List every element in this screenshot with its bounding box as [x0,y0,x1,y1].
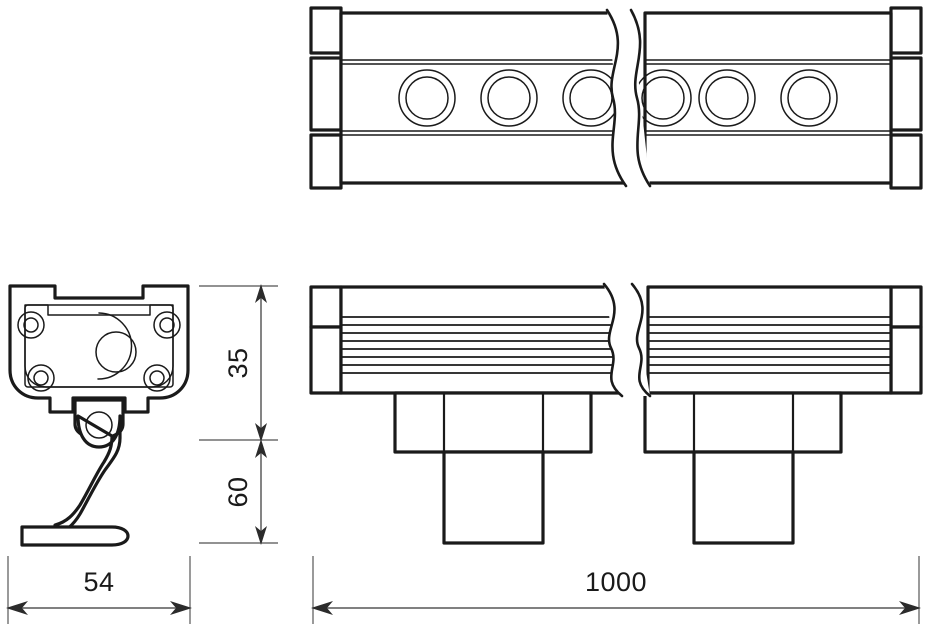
dimension-label-1000: 1000 [585,567,647,597]
dimension-height-lower: 60 [199,439,278,545]
front-left-end-cap [309,285,343,395]
top-view-break-line [605,8,652,188]
screw-hole [143,364,171,392]
front-right-end-cap [889,285,923,395]
top-view-body-right [643,11,893,185]
led-lens [480,69,538,127]
led-lens [780,69,838,127]
front-mounting-bracket-right [643,391,843,545]
cross-section-view [8,284,190,547]
section-pcb-pocket [24,304,174,388]
screw-hole [153,311,181,339]
section-bracket-arm [53,414,122,537]
dimension-width-section: 54 [6,556,192,624]
section-lens-reflector [95,312,137,380]
section-base-foot [20,525,130,547]
front-body-left [339,285,622,395]
top-view [309,6,923,190]
dimension-height-upper: 35 [199,284,278,442]
front-body-right [646,285,893,395]
dimension-label-60: 60 [223,476,253,507]
dimension-label-35: 35 [223,347,253,378]
front-heatsink-fins-left [341,316,620,374]
front-heatsink-fins-right [648,316,891,374]
screw-hole [17,311,45,339]
screw-hole [27,364,55,392]
front-mounting-bracket-left [393,391,593,545]
top-view-body-left [339,11,627,185]
section-screw-bosses [17,311,181,392]
top-view-right-end-cap [889,6,923,190]
front-elevation-view [309,282,923,545]
led-lens [698,69,756,127]
dimension-length-body: 1000 [311,556,921,624]
front-break-line [602,282,652,398]
led-lens [398,69,456,127]
top-view-left-end-cap [309,6,343,190]
section-pivot-hole [85,411,113,439]
dimension-label-54: 54 [83,567,114,597]
